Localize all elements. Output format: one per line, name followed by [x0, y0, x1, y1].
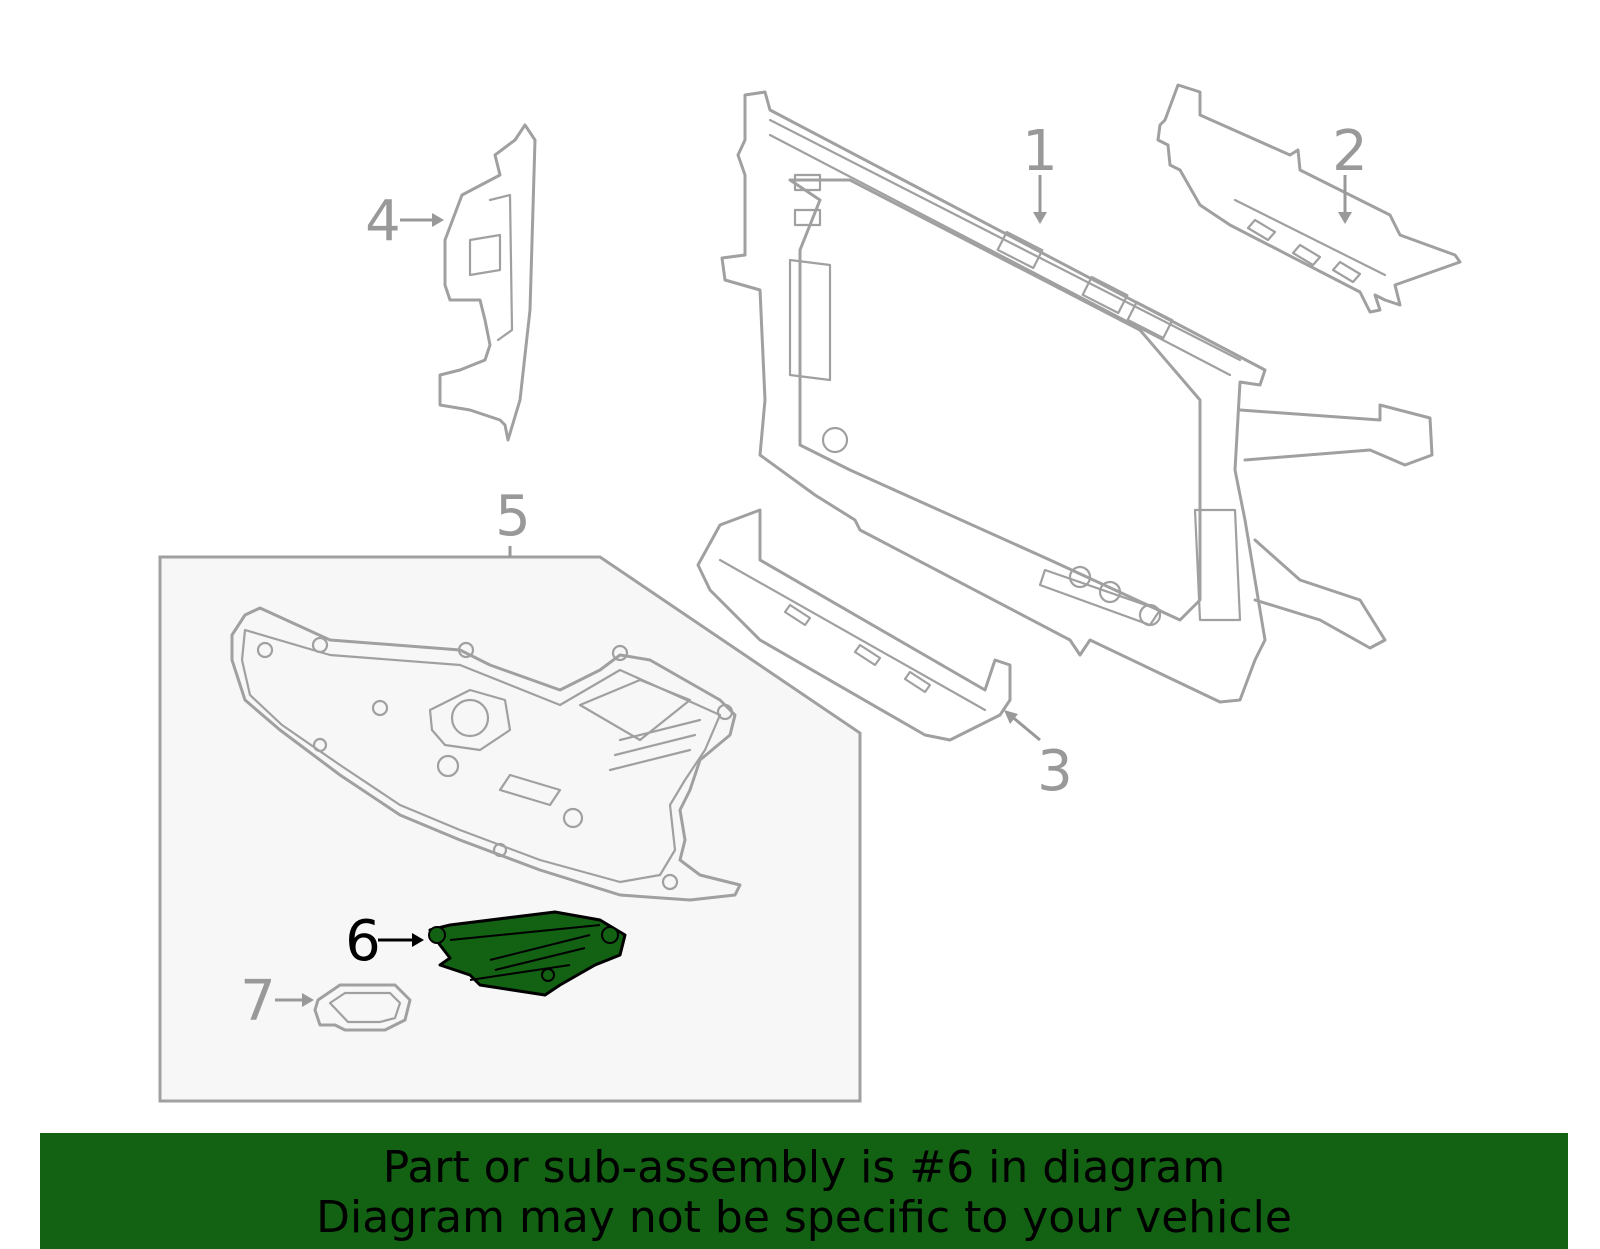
callout-4: 4	[365, 189, 401, 254]
info-banner: Part or sub-assembly is #6 in diagram Di…	[40, 1133, 1568, 1249]
banner-line-1: Part or sub-assembly is #6 in diagram	[382, 1142, 1226, 1193]
callout-1: 1	[1022, 119, 1058, 184]
leaders	[275, 175, 1352, 1007]
callout-5: 5	[495, 484, 531, 549]
callout-6: 6	[345, 909, 381, 974]
banner-line-2: Diagram may not be specific to your vehi…	[316, 1192, 1292, 1243]
callout-7: 7	[240, 969, 276, 1034]
part-2-upper-reinforcement	[1156, 83, 1462, 314]
assembly-5-box	[158, 555, 862, 1103]
part-6-cover-highlighted	[428, 910, 627, 997]
part-4-side-bracket	[438, 123, 537, 442]
callout-3: 3	[1037, 739, 1073, 804]
callout-2: 2	[1332, 119, 1368, 184]
part-1-radiator-support	[720, 90, 1434, 704]
part-7-plate	[313, 983, 412, 1032]
part-5-undercover	[230, 606, 742, 902]
part-3-lower-reinforcement	[696, 508, 1012, 742]
